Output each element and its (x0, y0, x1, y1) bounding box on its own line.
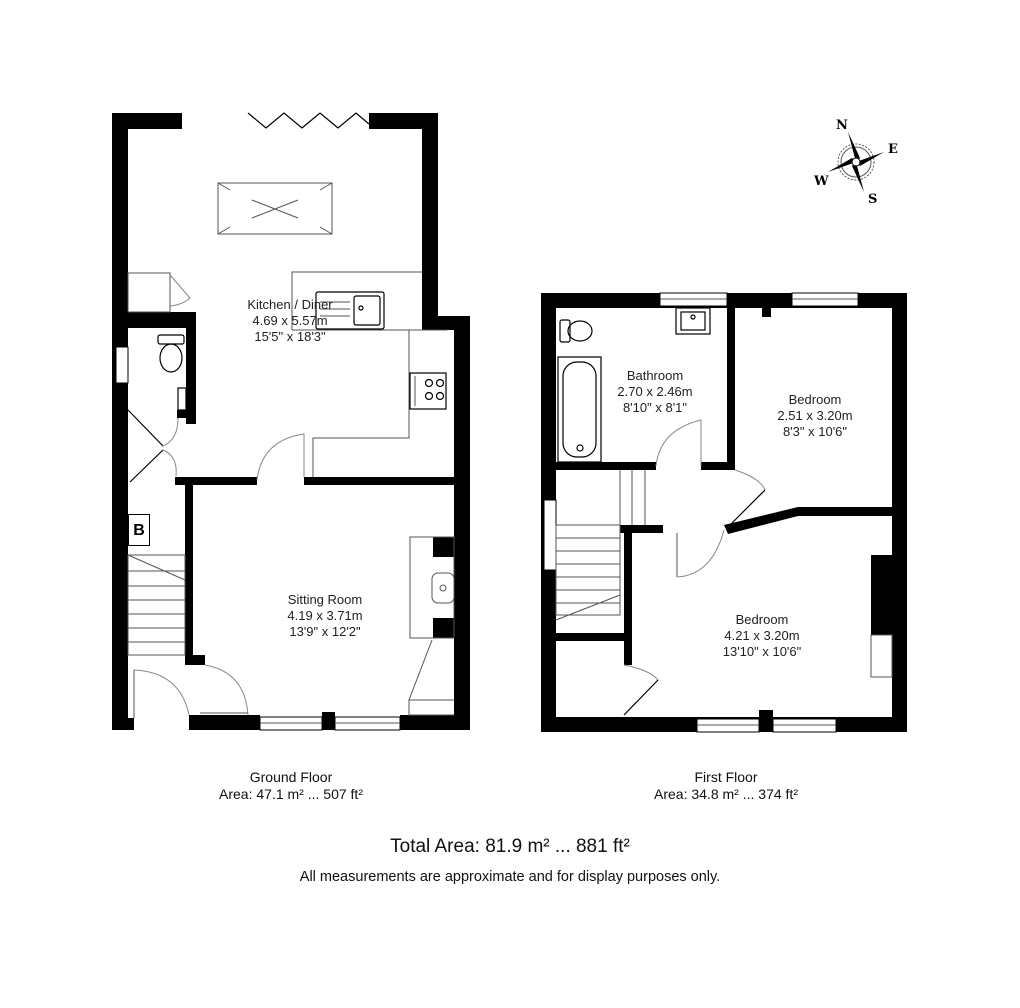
total-area: Total Area: 81.9 m² ... 881 ft² (390, 836, 630, 857)
bedroom2-door (729, 469, 766, 526)
room-label-bedroom-1: Bedroom 4.21 x 3.20m 13'10" x 10'6" (723, 612, 802, 660)
room-name: Bathroom (626, 368, 684, 383)
ground-floor-caption: Ground Floor Area: 47.1 m² ... 507 ft² (219, 769, 363, 803)
room-label-sitting-room: Sitting Room 4.19 x 3.71m 13'9" x 12'2" (287, 592, 362, 640)
room-name: Kitchen / Diner (247, 297, 333, 312)
bifold-door (247, 112, 370, 129)
disclaimer: All measurements are approximate and for… (299, 869, 721, 885)
room-name: Sitting Room (287, 592, 363, 607)
ground-stairs (127, 554, 186, 656)
boiler-marker: B (128, 514, 150, 546)
wc-window (115, 346, 129, 384)
room-metric: 4.21 x 3.20m (724, 628, 800, 643)
floor-title: First Floor (694, 769, 758, 785)
first-floor-windows (543, 292, 859, 733)
compass-rose-icon: N E S W (808, 112, 908, 212)
room-label-bedroom-2: Bedroom 2.51 x 3.20m 8'3" x 10'6" (777, 392, 852, 440)
hall-sitting-door (204, 664, 249, 716)
sitting-room-window (259, 716, 401, 731)
room-name: Bedroom (788, 392, 842, 407)
room-metric: 4.69 x 5.57m (252, 313, 328, 328)
room-imperial: 8'3" x 10'6" (782, 424, 848, 439)
room-label-bathroom: Bathroom 2.70 x 2.46m 8'10" x 8'1" (617, 368, 692, 416)
room-metric: 4.19 x 3.71m (287, 608, 363, 623)
sitting-room-door (256, 433, 305, 481)
compass-west: W (814, 174, 829, 189)
floor-area: Area: 34.8 m² ... 374 ft² (654, 786, 798, 802)
alcove-cupboard (408, 639, 454, 716)
room-imperial: 15'5" x 18'3" (254, 329, 326, 344)
room-imperial: 8'10" x 8'1" (622, 400, 688, 415)
room-metric: 2.70 x 2.46m (617, 384, 693, 399)
room-imperial: 13'9" x 12'2" (289, 624, 361, 639)
first-floor-stairs (555, 470, 646, 621)
bathroom-basin (675, 307, 711, 335)
first-floor-walls (541, 293, 907, 732)
compass-south: S (868, 192, 878, 207)
cupboard-door (623, 664, 659, 716)
wc-toilet (157, 334, 185, 373)
compass-east: E (888, 142, 898, 157)
kitchen-worktop (291, 271, 447, 477)
compass-north: N (836, 118, 848, 133)
fireplace (409, 536, 455, 639)
room-name: Bedroom (735, 612, 789, 627)
kitchen-sink (315, 291, 385, 330)
kitchen-cupboard (127, 272, 191, 313)
floor-title: Ground Floor (249, 769, 333, 785)
bedroom1-door (676, 529, 725, 578)
room-imperial: 13'10" x 10'6" (722, 644, 802, 659)
ground-floor-walls (112, 113, 470, 730)
wc-basin (177, 387, 187, 411)
bathroom-toilet (559, 319, 593, 343)
floor-area: Area: 47.1 m² ... 507 ft² (219, 786, 363, 802)
front-door (133, 669, 190, 718)
hall-doors (127, 409, 179, 483)
bathtub (557, 356, 602, 463)
room-label-kitchen-diner: Kitchen / Diner 4.69 x 5.57m 15'5" x 18'… (247, 297, 332, 345)
bathroom-door (655, 419, 702, 467)
kitchen-hob (409, 372, 447, 410)
roof-lantern (217, 182, 333, 235)
first-floor-caption: First Floor Area: 34.8 m² ... 374 ft² (654, 769, 798, 803)
compass-star-icon (828, 132, 884, 192)
bedroom-fireplace (870, 634, 893, 678)
room-metric: 2.51 x 3.20m (777, 408, 853, 423)
